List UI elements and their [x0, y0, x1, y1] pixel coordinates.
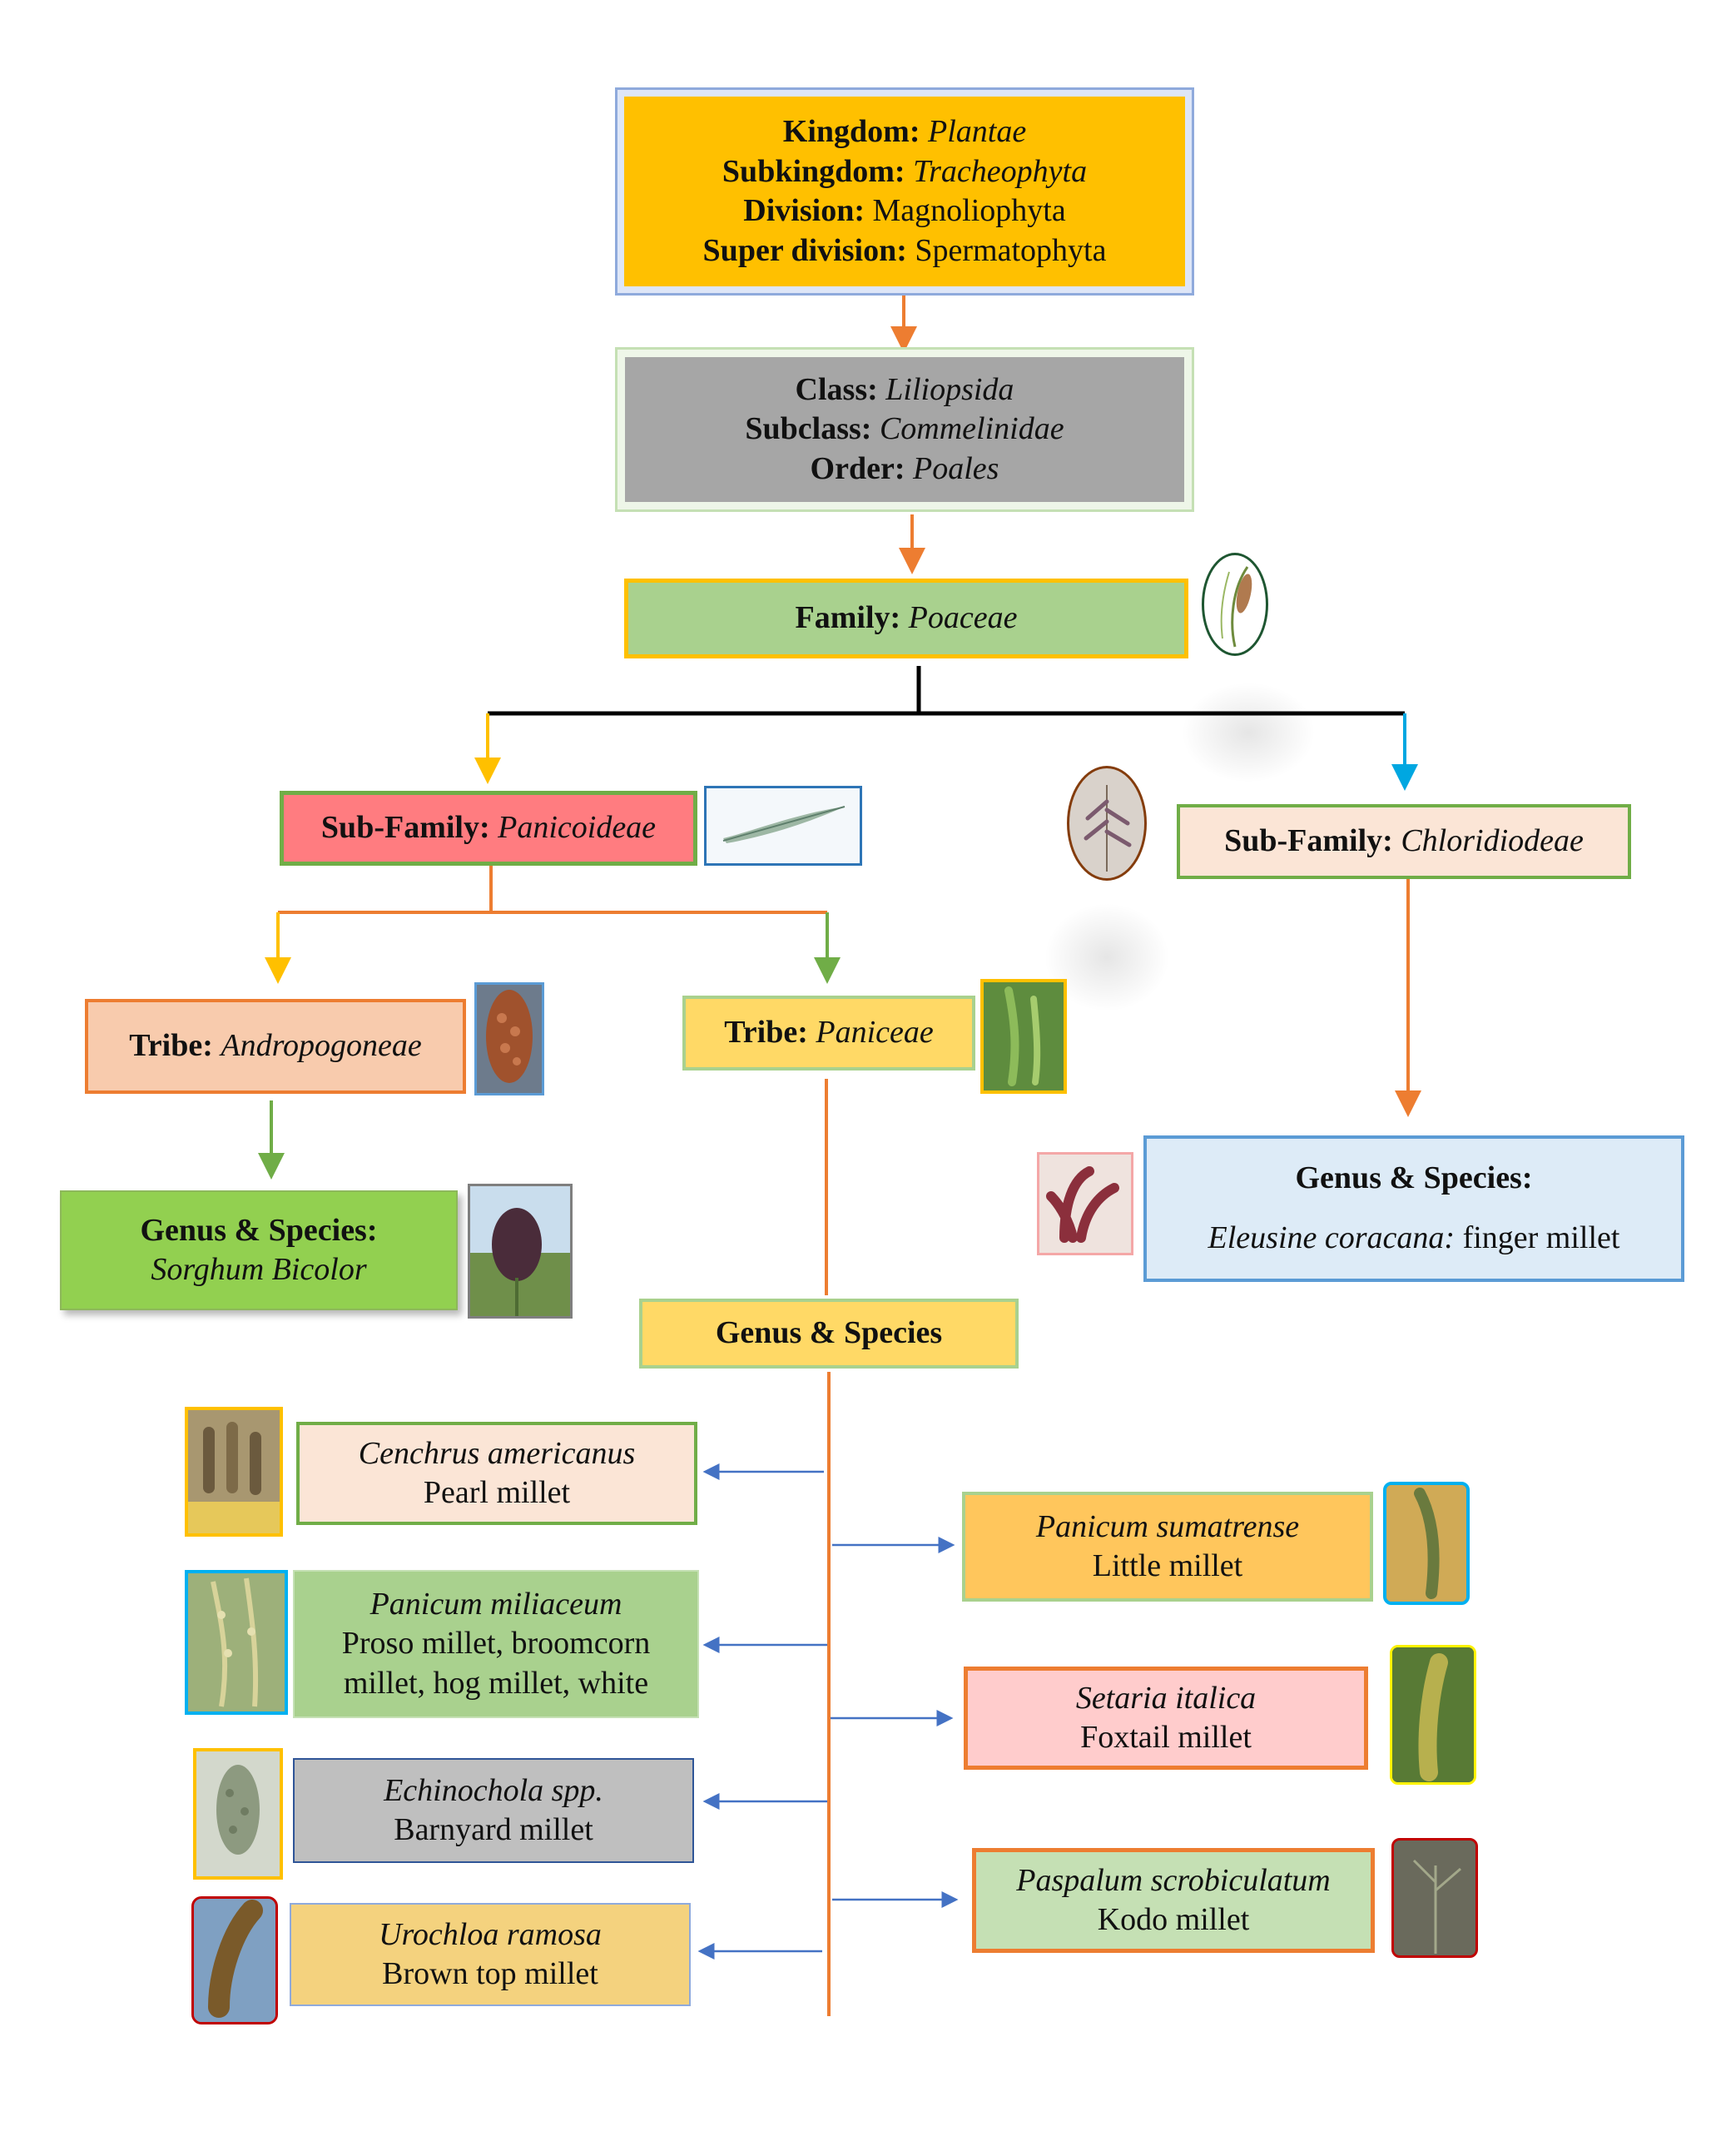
panicoideae-leaf-image: [704, 786, 862, 866]
species-right-3-scientific: Paspalum scrobiculatum: [1016, 1862, 1331, 1898]
eleusine-species: Eleusine coracana:: [1208, 1220, 1456, 1256]
chloridoideae-value: Chloridiodeae: [1401, 823, 1584, 859]
sorghum-box: Genus & Species: Sorghum Bicolor: [60, 1190, 458, 1310]
eleusine-heading: Genus & Species:: [1295, 1160, 1533, 1196]
superdivision-value: Spermatophyta: [915, 232, 1107, 268]
little-millet-image: [1383, 1482, 1470, 1605]
order-label: Order:: [810, 450, 905, 486]
species-right-2-box: Setaria italica Foxtail millet: [964, 1667, 1368, 1770]
paniceae-value: Paniceae: [816, 1015, 934, 1051]
species-left-2-box: Panicum miliaceum Proso millet, broomcor…: [293, 1570, 699, 1718]
order-value: Poales: [913, 450, 999, 486]
panicoideae-value: Panicoideae: [498, 810, 657, 846]
species-left-3-scientific: Echinochola spp.: [384, 1772, 603, 1808]
class-box: Class: Liliopsida Subclass: Commelinidae…: [617, 350, 1192, 509]
species-right-2-scientific: Setaria italica: [1075, 1680, 1257, 1716]
kingdom-value: Plantae: [928, 114, 1027, 149]
species-right-1-scientific: Panicum sumatrense: [1035, 1508, 1300, 1544]
sorghum-image: [468, 1184, 573, 1319]
subkingdom-value: Tracheophyta: [913, 153, 1088, 189]
subclass-value: Commelinidae: [879, 411, 1064, 447]
eleusine-common: finger millet: [1462, 1220, 1620, 1256]
foxtail-millet-image: [1390, 1645, 1476, 1785]
species-left-3-box: Echinochola spp. Barnyard millet: [293, 1758, 694, 1863]
species-left-1-box: Cenchrus americanus Pearl millet: [296, 1422, 697, 1525]
subfamily-panicoideae-box: Sub-Family: Panicoideae: [280, 791, 697, 866]
sorghum-heading: Genus & Species:: [140, 1212, 378, 1248]
eleusine-box: Genus & Species: Eleusine coracana: fing…: [1143, 1135, 1684, 1282]
class-value: Liliopsida: [885, 371, 1014, 407]
species-left-4-scientific: Urochloa ramosa: [379, 1916, 602, 1952]
species-right-1-common: Little millet: [1092, 1548, 1243, 1583]
andropogoneae-image: [474, 982, 544, 1095]
family-grass-image: [1202, 553, 1268, 656]
species-left-3-common: Barnyard millet: [394, 1812, 593, 1847]
kingdom-box: Kingdom: Plantae Subkingdom: Tracheophyt…: [617, 90, 1192, 293]
tribe-andropogoneae-box: Tribe: Andropogoneae: [85, 999, 466, 1094]
andropogoneae-value: Andropogoneae: [221, 1028, 422, 1064]
class-label: Class:: [795, 371, 878, 407]
species-right-3-common: Kodo millet: [1097, 1902, 1250, 1937]
species-left-1-scientific: Cenchrus americanus: [358, 1435, 636, 1471]
species-left-4-box: Urochloa ramosa Brown top millet: [290, 1903, 691, 2006]
species-left-2-common-line1: Proso millet, broomcorn: [341, 1626, 651, 1662]
family-value: Poaceae: [908, 600, 1018, 636]
division-label: Division:: [743, 193, 865, 228]
species-left-4-common: Brown top millet: [382, 1956, 598, 1991]
paniceae-genus-species-box: Genus & Species: [639, 1299, 1019, 1369]
proso-millet-image: [185, 1570, 288, 1715]
brown-top-millet-image: [191, 1896, 278, 2024]
paniceae-genus-heading: Genus & Species: [715, 1315, 943, 1351]
species-right-3-box: Paspalum scrobiculatum Kodo millet: [972, 1848, 1375, 1953]
subfamily-chloridoideae-box: Sub-Family: Chloridiodeae: [1177, 804, 1631, 879]
andropogoneae-label: Tribe:: [129, 1028, 213, 1064]
species-right-2-common: Foxtail millet: [1080, 1720, 1252, 1755]
chloridoideae-panicle-image: [1067, 766, 1147, 881]
species-left-2-scientific: Panicum miliaceum: [369, 1586, 622, 1622]
sorghum-species: Sorghum Bicolor: [151, 1252, 367, 1287]
division-value: Magnoliophyta: [872, 193, 1066, 228]
species-right-1-box: Panicum sumatrense Little millet: [962, 1492, 1373, 1602]
kingdom-label: Kingdom:: [782, 114, 920, 149]
eleusine-image: [1037, 1152, 1133, 1255]
species-left-2-common-line2: millet, hog millet, white: [343, 1665, 649, 1701]
tribe-paniceae-box: Tribe: Paniceae: [682, 996, 975, 1071]
subkingdom-label: Subkingdom:: [722, 153, 905, 189]
subclass-label: Subclass:: [745, 411, 872, 447]
panicoideae-label: Sub-Family:: [320, 810, 490, 846]
barnyard-millet-image: [193, 1748, 283, 1880]
paniceae-label: Tribe:: [724, 1015, 808, 1051]
superdivision-label: Super division:: [702, 232, 907, 268]
family-label: Family:: [795, 600, 901, 636]
chloridoideae-label: Sub-Family:: [1224, 823, 1393, 859]
family-box: Family: Poaceae: [624, 579, 1188, 658]
pearl-millet-image: [185, 1407, 283, 1537]
kodo-millet-image: [1391, 1838, 1478, 1958]
species-left-1-common: Pearl millet: [423, 1475, 571, 1510]
paniceae-image: [980, 979, 1067, 1094]
